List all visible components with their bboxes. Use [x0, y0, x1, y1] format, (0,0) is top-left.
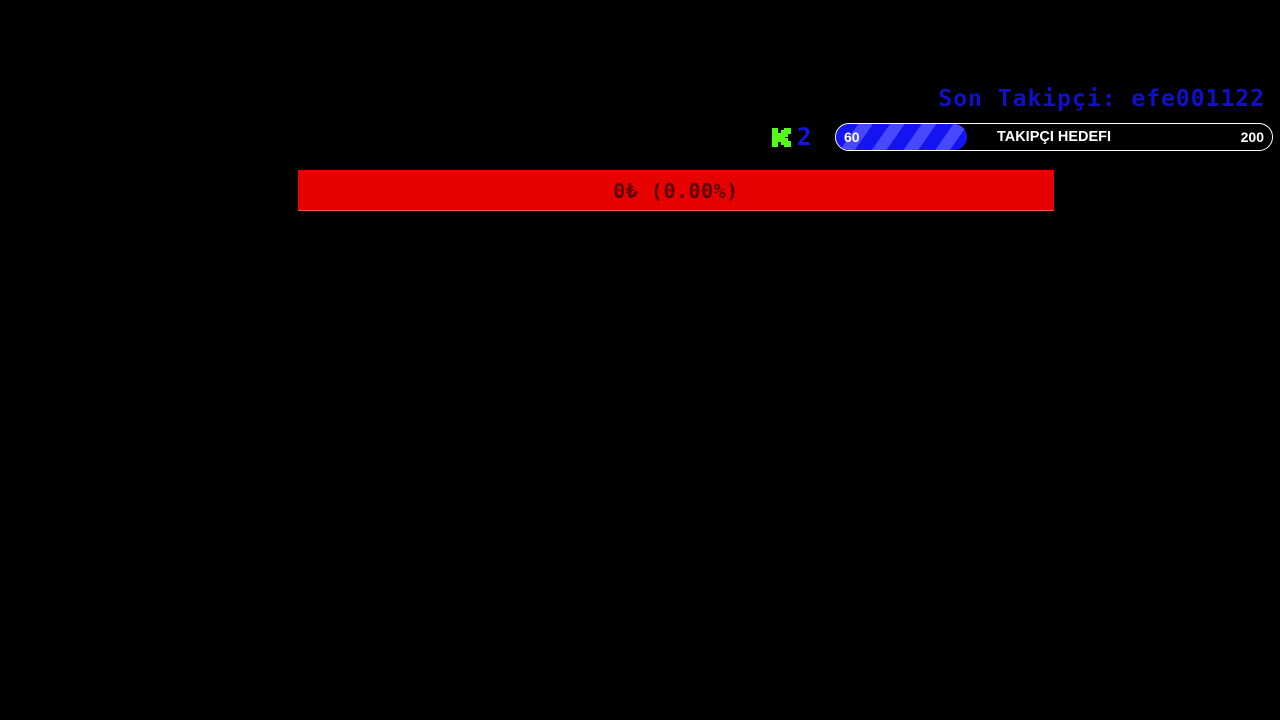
donation-goal-text: 0₺ (0.00%): [613, 179, 739, 203]
kick-count: 2: [797, 123, 812, 151]
follower-goal-bar: 60 TAKIPÇI HEDEFI 200: [835, 123, 1273, 151]
kick-logo-icon: [772, 127, 791, 147]
follower-goal-target: 200: [1240, 129, 1264, 145]
follower-goal-current: 60: [844, 129, 860, 145]
kick-viewer-badge: 2: [772, 124, 811, 150]
donation-goal-bar: 0₺ (0.00%): [298, 170, 1054, 211]
last-follower-label: Son Takipçi: efe001122: [938, 86, 1265, 112]
follower-goal-title: TAKIPÇI HEDEFI: [996, 129, 1112, 145]
follower-goal-progress-fill: [836, 124, 967, 150]
